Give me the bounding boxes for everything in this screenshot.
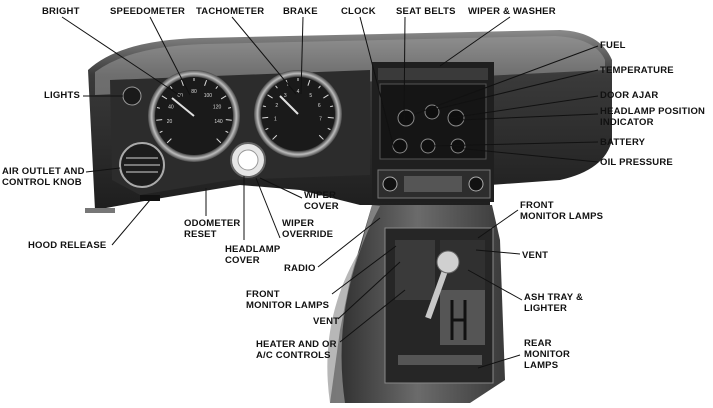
speedometer-numeral: 120 — [213, 104, 222, 110]
speedometer-numeral: 20 — [167, 119, 173, 125]
label-vent-right: VENT — [522, 250, 549, 261]
label-odometer-reset-line2: RESET — [184, 229, 217, 240]
speedometer-numeral: 80 — [191, 89, 197, 95]
tachometer-numeral: 7 — [319, 116, 322, 122]
label-air-outlet-line1: AIR OUTLET AND — [2, 166, 85, 177]
label-headlamp-position-line2: INDICATOR — [600, 117, 654, 128]
speedometer-numeral: 40 — [168, 104, 174, 110]
speedometer-numeral: 100 — [204, 93, 213, 99]
speedometer-tick — [215, 85, 219, 89]
label-wiper-cover-line2: COVER — [304, 201, 339, 212]
tachometer-tick — [318, 134, 324, 140]
tachometer-ticks: 1 23 4 56 7 — [262, 78, 334, 140]
speedometer-tick — [216, 138, 222, 144]
tachometer-tick — [330, 105, 334, 108]
label-front-monitor-lamps-right: FRONT MONITOR LAMPS — [520, 200, 603, 222]
tachometer-tick — [262, 116, 269, 119]
tachometer-tick — [267, 94, 273, 99]
label-battery: BATTERY — [600, 137, 646, 148]
label-temperature: TEMPERATURE — [600, 65, 674, 76]
tachometer-tick — [275, 85, 278, 89]
label-door-ajar: DOOR AJAR — [600, 90, 659, 101]
label-speedometer: SPEEDOMETER — [110, 6, 186, 17]
label-ash-tray-lighter: ASH TRAY & LIGHTER — [524, 292, 583, 314]
label-wiper-override-line1: WIPER — [282, 218, 315, 229]
label-rear-monitor-lamps-line2: MONITOR — [524, 349, 571, 360]
tachometer-tick — [265, 127, 269, 131]
tachometer-tick — [272, 134, 278, 140]
label-lights: LIGHTS — [44, 90, 81, 101]
label-wiper-override: WIPER OVERRIDE — [282, 218, 333, 240]
label-odometer-reset-line1: ODOMETER — [184, 218, 241, 229]
speedometer-tick — [169, 85, 173, 89]
speedometer-tick — [159, 130, 163, 133]
label-rear-monitor-lamps-line3: LAMPS — [524, 360, 559, 371]
label-vent-left: VENT — [313, 316, 340, 327]
label-front-monitor-lamps-left-line2: MONITOR LAMPS — [246, 300, 330, 311]
label-front-monitor-lamps-right-line2: MONITOR LAMPS — [520, 211, 604, 222]
tachometer-tick — [307, 79, 311, 86]
label-air-outlet: AIR OUTLET AND CONTROL KNOB — [2, 166, 85, 188]
speedometer-tick — [156, 119, 163, 121]
label-radio: RADIO — [284, 263, 316, 274]
tachometer-numeral: 5 — [309, 93, 312, 99]
tachometer-numeral: 1 — [274, 116, 277, 122]
label-rear-monitor-lamps-line1: REAR — [524, 338, 552, 349]
label-heater-ac: HEATER AND OR A/C CONTROLS — [256, 339, 337, 361]
label-wiper-cover-line1: WIPER — [304, 190, 337, 201]
speedometer-tick — [166, 138, 172, 144]
label-wiper-washer: WIPER & WASHER — [468, 6, 556, 17]
label-headlamp-cover-line2: COVER — [225, 255, 260, 266]
tachometer-tick — [327, 116, 334, 119]
tachometer-tick — [318, 85, 321, 89]
tachometer-tick — [327, 127, 331, 131]
label-heater-ac-line2: A/C CONTROLS — [256, 350, 331, 361]
label-headlamp-cover-line1: HEADLAMP — [225, 244, 281, 255]
label-hood-release: HOOD RELEASE — [28, 240, 107, 251]
label-front-monitor-lamps-left-line1: FRONT — [246, 289, 280, 300]
speedometer-tick — [228, 107, 232, 109]
tachometer-tick — [262, 105, 266, 108]
label-front-monitor-lamps-right-line1: FRONT — [520, 200, 554, 211]
speedometer-tick — [220, 95, 227, 100]
label-bright: BRIGHT — [42, 6, 80, 17]
speedometer-tick — [204, 79, 208, 86]
label-air-outlet-line2: CONTROL KNOB — [2, 177, 82, 188]
speedometer-tick — [161, 95, 168, 100]
label-heater-ac-line1: HEATER AND OR — [256, 339, 337, 350]
label-brake: BRAKE — [283, 6, 318, 17]
label-odometer-reset: ODOMETER RESET — [184, 218, 241, 240]
label-headlamp-position-indicator: HEADLAMP POSITION INDICATOR — [600, 106, 705, 128]
label-seat-belts: SEAT BELTS — [396, 6, 456, 17]
label-headlamp-cover: HEADLAMP COVER — [225, 244, 280, 266]
tachometer-tick — [323, 94, 329, 99]
hood-release-handle — [140, 195, 160, 201]
label-oil-pressure: OIL PRESSURE — [600, 157, 673, 168]
label-clock: CLOCK — [341, 6, 376, 17]
speedometer-tick — [180, 79, 184, 86]
speedometer-tick — [156, 107, 160, 109]
speedometer-tick — [225, 119, 232, 121]
tachometer-numeral: 6 — [318, 103, 321, 109]
label-ash-tray-line2: LIGHTER — [524, 303, 568, 314]
shift-knob — [436, 250, 460, 274]
speedometer-numeral: 140 — [214, 119, 223, 125]
leader-lines — [61, 16, 599, 369]
label-fuel: FUEL — [600, 40, 626, 51]
label-wiper-cover: WIPER COVER — [304, 190, 339, 212]
tachometer-numeral: 2 — [275, 103, 278, 109]
label-ash-tray-line1: ASH TRAY & — [524, 292, 584, 303]
label-rear-monitor-lamps: REAR MONITOR LAMPS — [524, 338, 570, 371]
label-headlamp-position-line1: HEADLAMP POSITION — [600, 106, 706, 117]
speedometer-tick — [225, 130, 229, 133]
label-front-monitor-lamps-left: FRONT MONITOR LAMPS — [246, 289, 329, 311]
lights-knob — [122, 86, 142, 106]
tachometer-numeral: 4 — [297, 89, 300, 95]
label-tachometer: TACHOMETER — [196, 6, 265, 17]
tachometer-numeral: 3 — [284, 93, 287, 99]
label-wiper-override-line2: OVERRIDE — [282, 229, 334, 240]
